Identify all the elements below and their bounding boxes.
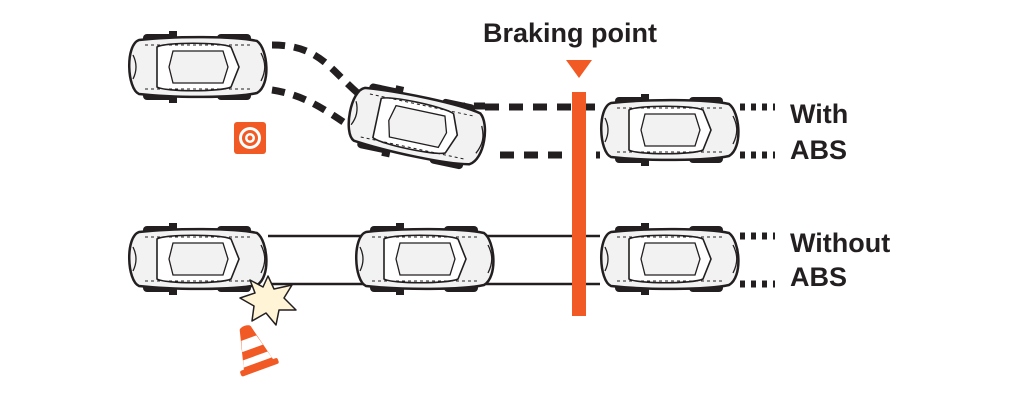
car-icon xyxy=(599,92,740,168)
car-icon xyxy=(127,29,268,105)
car-icon xyxy=(341,75,493,178)
with-abs-label-line2: ABS xyxy=(790,135,848,165)
braking-point-label: Braking point xyxy=(483,18,657,48)
traffic-cone-icon xyxy=(239,325,279,377)
down-triangle-icon xyxy=(566,60,592,78)
car-icon xyxy=(354,221,495,297)
car-icon xyxy=(599,221,740,297)
braking-line xyxy=(572,92,586,316)
car-icon xyxy=(127,221,268,297)
impact-burst-icon xyxy=(239,275,297,326)
target-icon xyxy=(234,122,266,154)
without-abs-label-line1: Without xyxy=(790,228,891,258)
with-abs-track-lower xyxy=(271,86,350,128)
with-abs-label-line1: With xyxy=(790,99,849,129)
without-abs-label-line2: ABS xyxy=(790,262,848,292)
